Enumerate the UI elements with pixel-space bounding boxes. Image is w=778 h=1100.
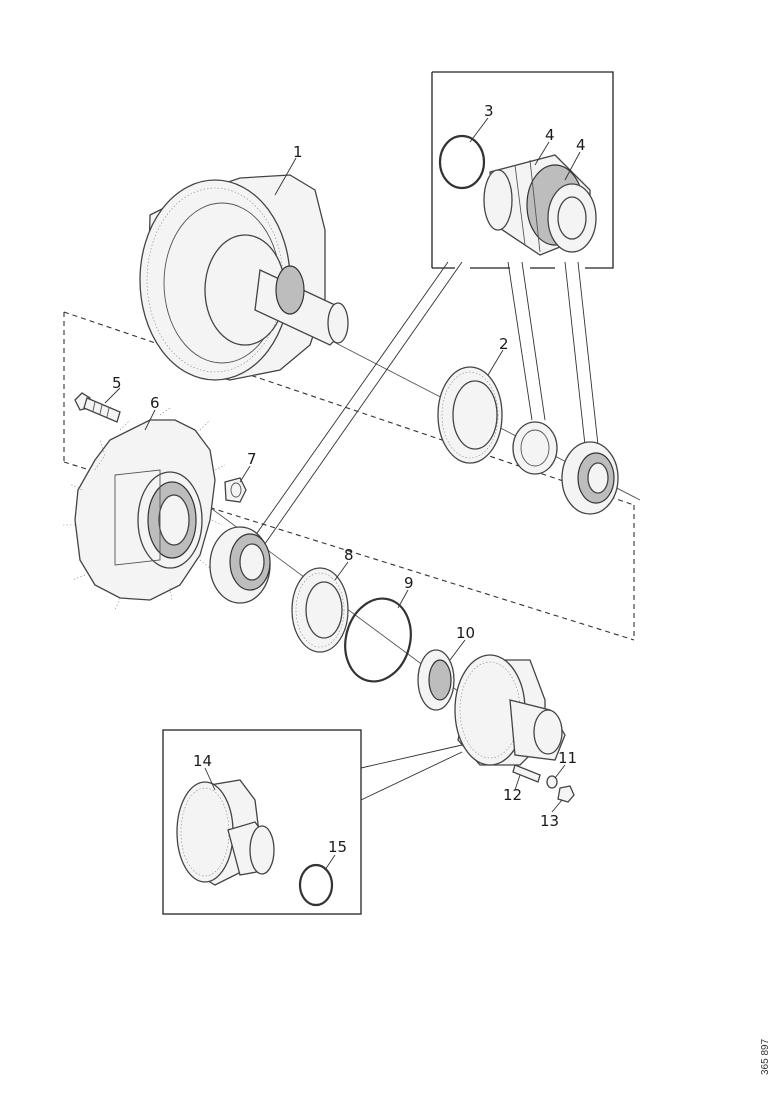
bolt-5	[74, 392, 121, 423]
nut-7	[224, 477, 247, 503]
flange-14	[176, 779, 275, 886]
callout-13: 13	[540, 812, 559, 830]
bearing-right	[561, 441, 619, 515]
callout-11: 11	[558, 749, 577, 767]
bearing-lower	[209, 526, 271, 604]
callout-8: 8	[344, 546, 354, 564]
final-drive-housing	[139, 174, 349, 381]
seal-10	[417, 649, 455, 711]
callout-1: 1	[293, 143, 303, 161]
disc-8	[291, 567, 349, 653]
o-ring-15	[298, 863, 334, 907]
sprocket-hub-6	[62, 407, 226, 611]
figure-reference: 365 897	[760, 1038, 771, 1075]
callout-leaders	[104, 117, 581, 871]
friction-disc-2	[437, 366, 503, 464]
callout-4a: 4	[545, 126, 555, 144]
callout-5: 5	[112, 374, 122, 392]
inset-pointer-lines	[249, 261, 599, 549]
retaining-ring-3	[438, 134, 486, 190]
stud-12	[512, 764, 541, 783]
callout-12: 12	[503, 786, 522, 804]
callout-labels: 1 2 3 4 4 5 6 7 8 9 10 11 12 13 14 15	[112, 102, 586, 856]
bearing-4	[483, 154, 597, 256]
callout-6: 6	[150, 394, 160, 412]
nut-13	[557, 785, 575, 803]
callout-9: 9	[404, 574, 414, 592]
washer-11	[546, 775, 558, 789]
flange-pointer-lines	[360, 744, 463, 801]
callout-2: 2	[499, 335, 509, 353]
callout-10: 10	[456, 624, 475, 642]
inset-box-bearing	[431, 71, 614, 269]
bearing-race-ring	[512, 421, 558, 475]
callout-3: 3	[484, 102, 494, 120]
o-ring-9	[344, 597, 412, 683]
inset-box-flange	[162, 729, 362, 915]
callout-4b: 4	[576, 136, 586, 154]
callout-7: 7	[247, 450, 257, 468]
callout-14: 14	[193, 752, 212, 770]
callout-15: 15	[328, 838, 347, 856]
flange-hub	[454, 654, 566, 766]
